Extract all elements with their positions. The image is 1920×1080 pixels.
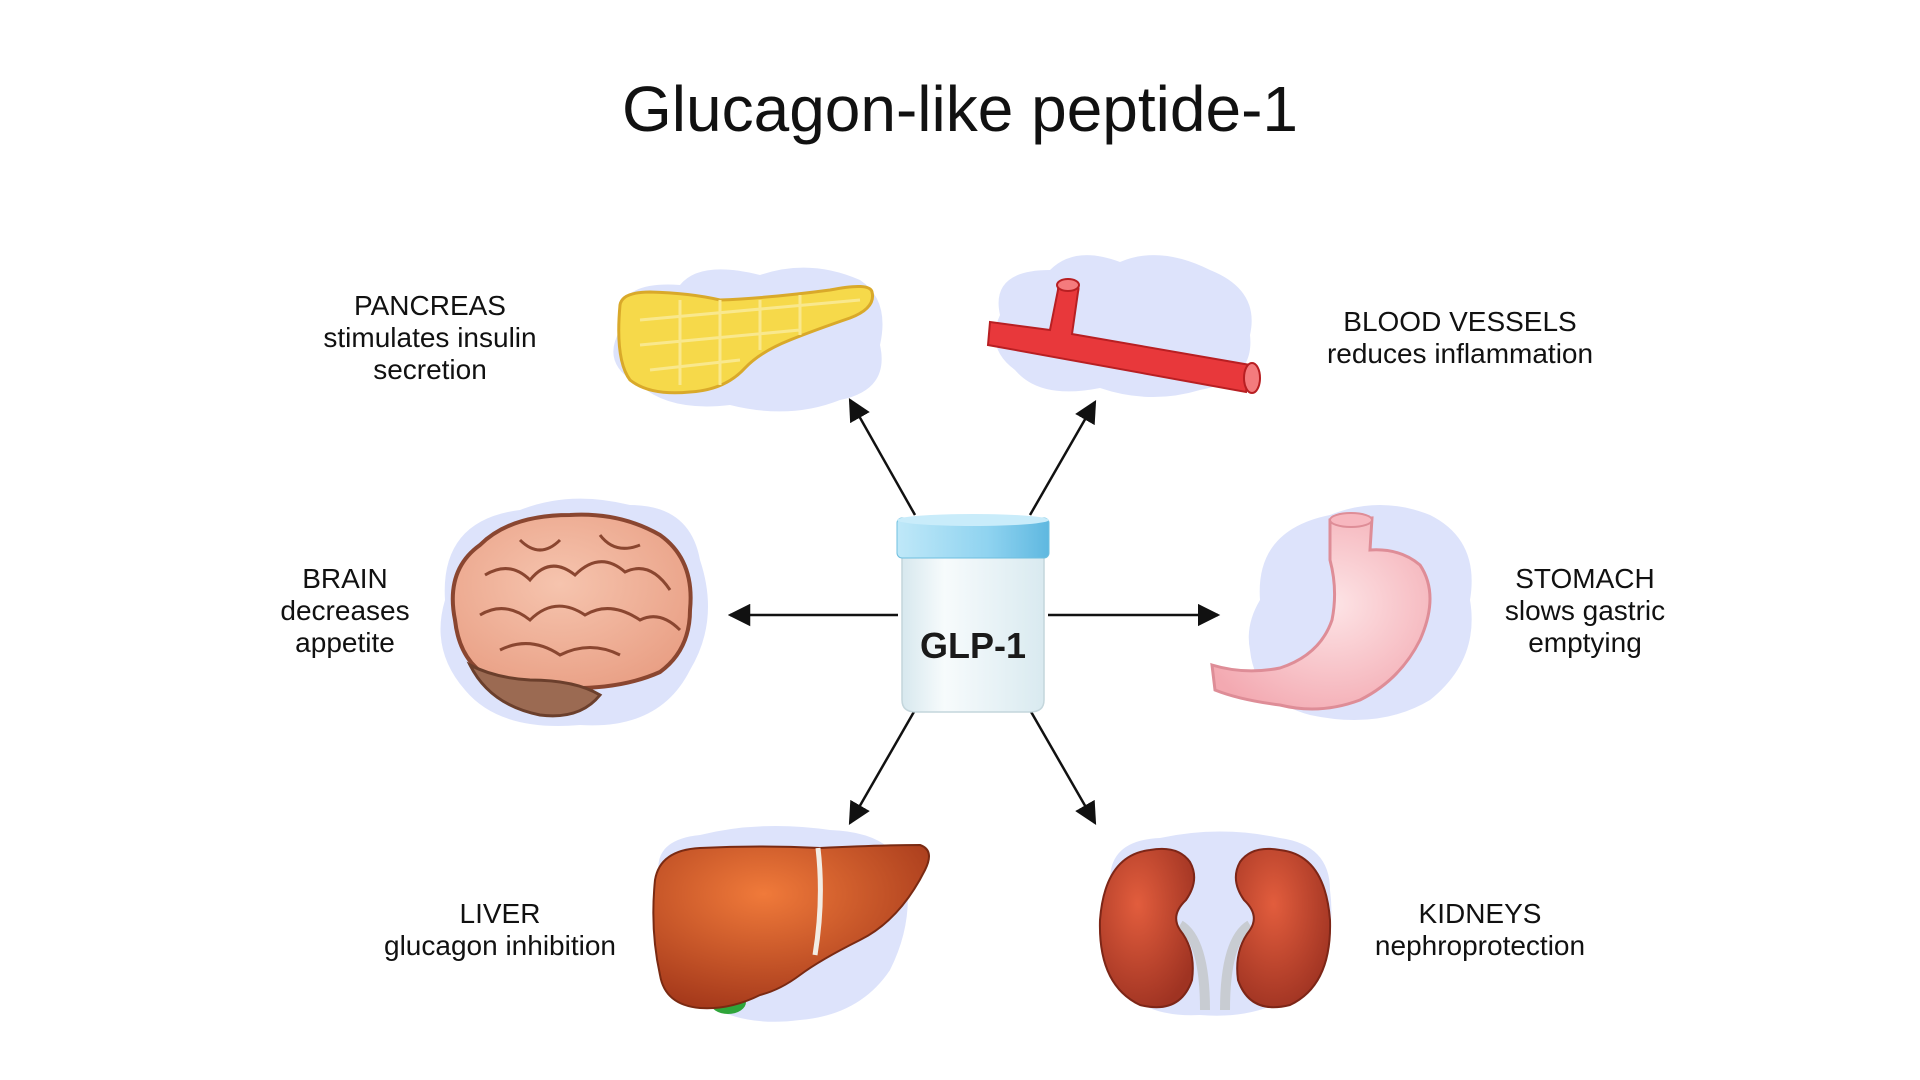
- esophagus-top: [1329, 512, 1373, 528]
- arrow-kidneys: [1028, 709, 1097, 825]
- organ-desc: nephroprotection: [1374, 930, 1586, 961]
- ureter-right: [1220, 920, 1253, 1011]
- stomach-group: [1210, 505, 1472, 720]
- jar-label: GLP-1: [920, 625, 1026, 666]
- brain-group: [440, 498, 708, 726]
- glp1-jar: GLP-1: [896, 514, 1050, 713]
- organ-desc: decreases: [280, 595, 410, 626]
- brain-folds: [479, 534, 682, 657]
- arrow-liver: [848, 709, 917, 825]
- arrow-pancreas: [848, 398, 917, 516]
- organ-title: BRAIN: [302, 563, 388, 594]
- brain-icon: [450, 512, 693, 691]
- organ-desc: reduces inflammation: [1326, 338, 1594, 369]
- organ-title: PANCREAS: [354, 290, 506, 321]
- pancreas-group: [613, 267, 883, 412]
- vessel-opening-right: [1243, 362, 1261, 394]
- organ-desc: slows gastric: [1504, 595, 1666, 626]
- arrows: [727, 398, 1221, 825]
- jar-cap-top: [897, 514, 1049, 526]
- label-liver: LIVER glucagon inhibition: [360, 898, 640, 962]
- label-brain: BRAIN decreases appetite: [230, 563, 460, 659]
- pancreas-texture: [639, 295, 861, 385]
- label-pancreas: PANCREAS stimulates insulin secretion: [300, 290, 560, 386]
- blood-vessels-group: [986, 255, 1261, 398]
- page-title: Glucagon-like peptide-1: [622, 73, 1298, 145]
- kidneys-icon: [1098, 847, 1196, 1009]
- liver-ligament: [812, 847, 823, 956]
- label-stomach: STOMACH slows gastric emptying: [1455, 563, 1715, 659]
- liver-icon: [652, 843, 930, 1010]
- cerebellum: [466, 661, 603, 718]
- jar-body: [901, 544, 1045, 713]
- organ-title: STOMACH: [1515, 563, 1655, 594]
- organ-desc: stimulates insulin: [323, 322, 537, 353]
- label-kidneys: KIDNEYS nephroprotection: [1350, 898, 1610, 962]
- organ-title: BLOOD VESSELS: [1343, 306, 1577, 337]
- ureter-left: [1177, 920, 1210, 1011]
- label-blood-vessels: BLOOD VESSELS reduces inflammation: [1300, 306, 1620, 370]
- organ-desc: appetite: [295, 627, 395, 658]
- organ-desc: emptying: [1528, 627, 1642, 658]
- organ-title: KIDNEYS: [1418, 898, 1542, 929]
- kidney-right-icon: [1234, 847, 1332, 1009]
- stomach-icon: [1210, 516, 1432, 711]
- organ-desc: glucagon inhibition: [384, 930, 616, 961]
- liver-group: [652, 826, 930, 1022]
- arrow-blood-vessels: [1028, 400, 1097, 516]
- organ-title: LIVER: [459, 898, 541, 929]
- vessel-opening-top: [1056, 278, 1080, 292]
- kidneys-group: [1098, 831, 1332, 1016]
- organ-desc: secretion: [373, 354, 487, 385]
